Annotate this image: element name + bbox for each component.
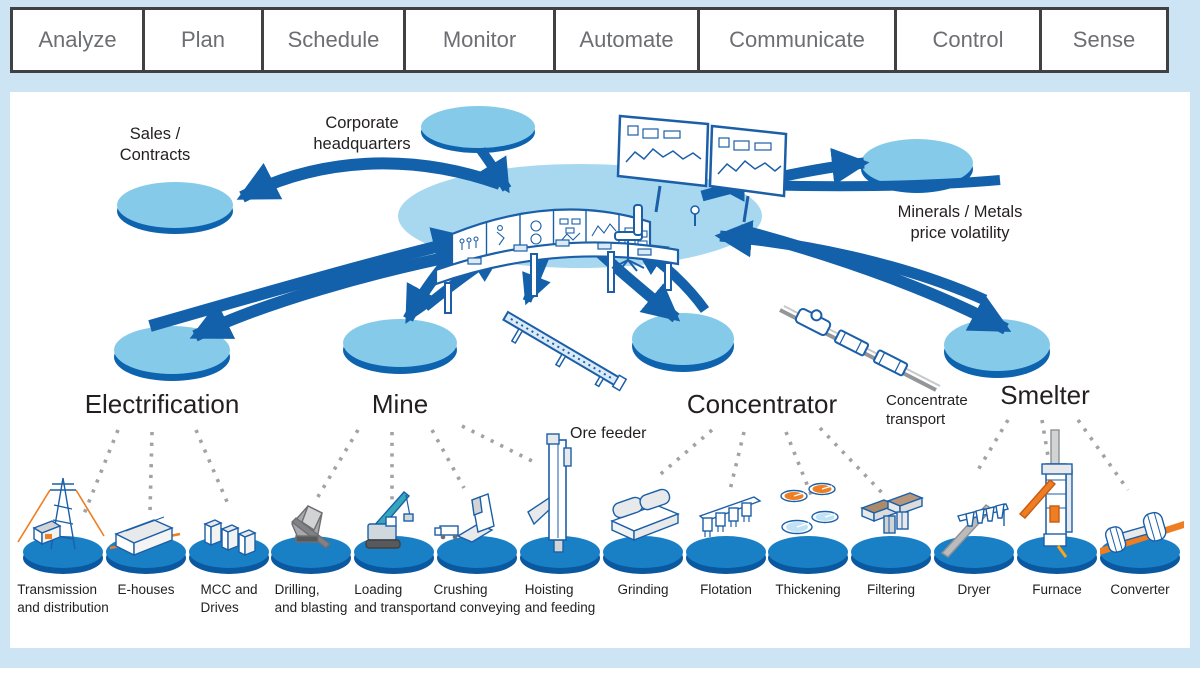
drilling-icon: [290, 505, 332, 549]
tab-communicate[interactable]: Communicate: [697, 7, 897, 73]
flotation-cells-icon: [698, 496, 762, 537]
dryer-icon: [940, 503, 1009, 558]
loading-excavator-icon: [365, 491, 414, 549]
label-grinding: Grinding: [617, 582, 669, 597]
electrification-title: Electrification: [84, 389, 240, 419]
hub-arrows: [148, 147, 1012, 342]
tab-plan[interactable]: Plan: [142, 7, 264, 73]
wall-monitor-left: [616, 114, 710, 188]
mcc-drives-icon: [203, 519, 257, 557]
mine-ellipse: [343, 319, 457, 374]
control-room-illustration: [434, 114, 788, 314]
smelter-ellipse: [944, 319, 1050, 378]
label-filtering: Filtering: [866, 582, 915, 597]
arrow-hub-to-electrification: [189, 247, 470, 342]
converter-icon: [1100, 511, 1184, 555]
concentrator-ellipse: [632, 313, 734, 372]
concentrate-train-illustration: [779, 305, 941, 392]
label-e-houses: E-houses: [117, 582, 175, 597]
process-tabs: Analyze Plan Schedule Monitor Automate C…: [10, 7, 1169, 73]
grinding-mills-icon: [610, 488, 680, 542]
label-furnace: Furnace: [1032, 582, 1082, 597]
ore-feeder-conveyor-illustration: [502, 310, 628, 392]
label-drilling: Drilling,and blasting: [274, 582, 348, 615]
label-dryer: Dryer: [957, 582, 991, 597]
tab-sense[interactable]: Sense: [1039, 7, 1169, 73]
mine-title: Mine: [371, 389, 429, 419]
tab-monitor[interactable]: Monitor: [403, 7, 556, 73]
label-thickening: Thickening: [775, 582, 841, 597]
smelter-title: Smelter: [1000, 380, 1090, 410]
filtering-icon: [860, 492, 924, 534]
tab-automate[interactable]: Automate: [553, 7, 700, 73]
tab-analyze[interactable]: Analyze: [10, 7, 145, 73]
arrow-electrification-to-hub: [148, 227, 474, 332]
thickening-tanks-icon: [780, 482, 839, 535]
corporate-ellipse: [421, 106, 535, 153]
crushing-icon: [434, 493, 495, 543]
concentrate-transport-label: Concentrate transport: [886, 392, 968, 428]
bottom-strip: [0, 668, 1200, 683]
label-converter: Converter: [1110, 582, 1170, 597]
e-house-icon: [109, 516, 181, 557]
sales-ellipse: [117, 182, 233, 234]
wall-monitor-right: [708, 124, 788, 198]
furnace-icon: [1018, 429, 1073, 558]
hoisting-tower-icon: [527, 433, 572, 553]
arrow-smelter-to-hub: [714, 220, 988, 306]
sales-contracts-label: Sales /Contracts: [119, 125, 191, 164]
arrow-hub-to-mine: [403, 247, 461, 324]
transmission-icon: [17, 477, 105, 550]
ore-feeder-label: Ore feeder: [570, 425, 647, 442]
dotted-connectors: [82, 418, 1130, 515]
arrow-hub-to-sales: [236, 157, 503, 203]
concentrator-title: Concentrator: [686, 389, 838, 419]
tab-control[interactable]: Control: [894, 7, 1042, 73]
label-flotation: Flotation: [700, 582, 752, 597]
equipment-icons: [17, 429, 1184, 558]
chair: [611, 204, 645, 272]
arrow-corporate-to-hub: [476, 147, 512, 194]
equipment-discs: [23, 536, 1180, 574]
